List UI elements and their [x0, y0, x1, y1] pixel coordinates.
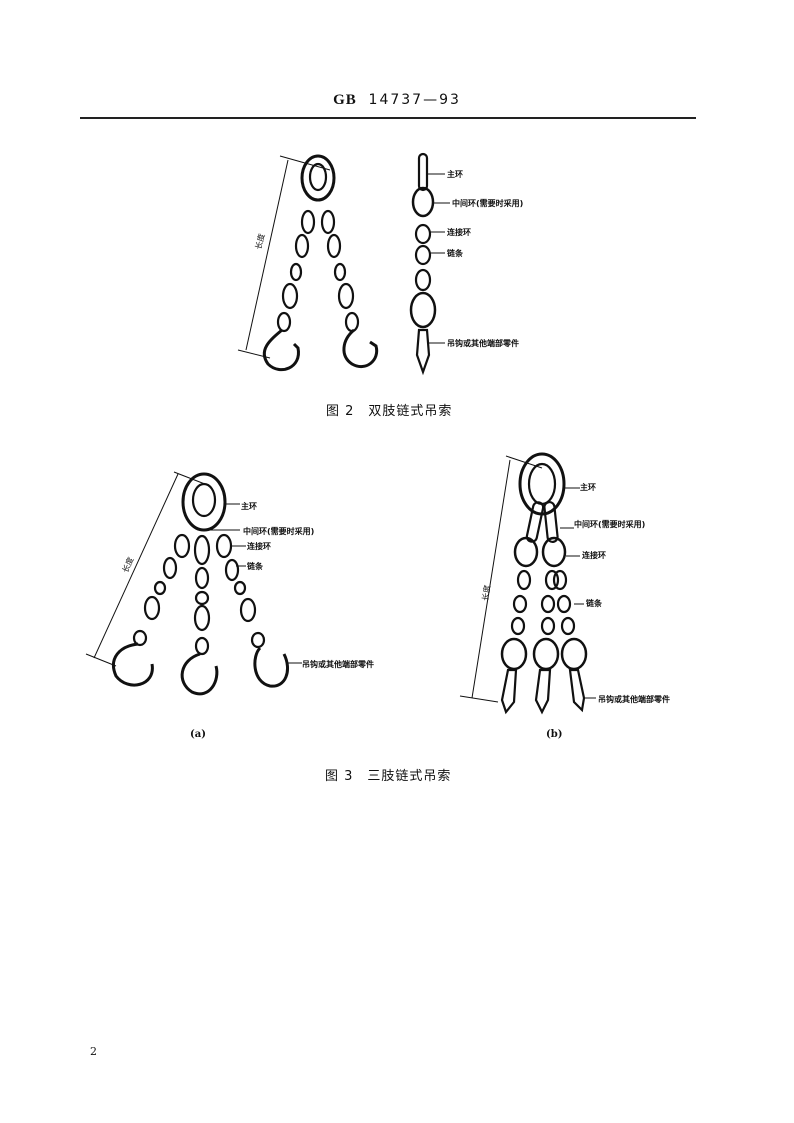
figure2-label-connecting-link: 连接环 [447, 228, 471, 237]
figure3b-label-hook: 吊钩或其他端部零件 [598, 695, 670, 704]
figure2-component-diagram [409, 152, 450, 376]
page-number: 2 [90, 1045, 97, 1058]
standard-prefix: GB [333, 92, 357, 108]
document-header: GB 14737—93 [0, 90, 794, 109]
figure3a-sublabel: (a) [190, 729, 206, 740]
figure3a-label-hook: 吊钩或其他端部零件 [302, 660, 374, 669]
figure3b-label-chain: 链条 [586, 599, 602, 608]
header-rule [80, 117, 696, 119]
figure2-label-master-link: 主环 [447, 170, 463, 179]
figure2-label-chain: 链条 [447, 249, 463, 258]
figure3b-length-label: 长度 [480, 584, 493, 602]
figure2-label-hook: 吊钩或其他端部零件 [447, 339, 519, 348]
figure3-caption: 图 3 三肢链式吊索 [325, 769, 452, 784]
figure2-label-intermediate-link: 中间环(需要时采用) [452, 199, 524, 208]
figure3a-three-leg-sling-illustration [85, 471, 302, 696]
standard-number: 14737—93 [368, 92, 461, 108]
figure2-caption: 图 2 双肢链式吊索 [326, 404, 453, 419]
figure3a-label-connecting-link: 连接环 [247, 542, 271, 551]
figure3b-three-leg-sling-illustration [459, 452, 596, 715]
figure3b-label-connecting-link: 连接环 [582, 551, 606, 560]
figure3b-label-intermediate-link: 中间环(需要时采用) [574, 520, 646, 529]
figure2-two-leg-sling-illustration [237, 154, 379, 371]
figure3a-label-intermediate-link: 中间环(需要时采用) [243, 527, 315, 536]
figure3a-label-chain: 链条 [247, 562, 263, 571]
figure3a-label-master-link: 主环 [241, 502, 257, 511]
figure3b-label-master-link: 主环 [580, 483, 596, 492]
figure3b-sublabel: (b) [546, 729, 563, 740]
